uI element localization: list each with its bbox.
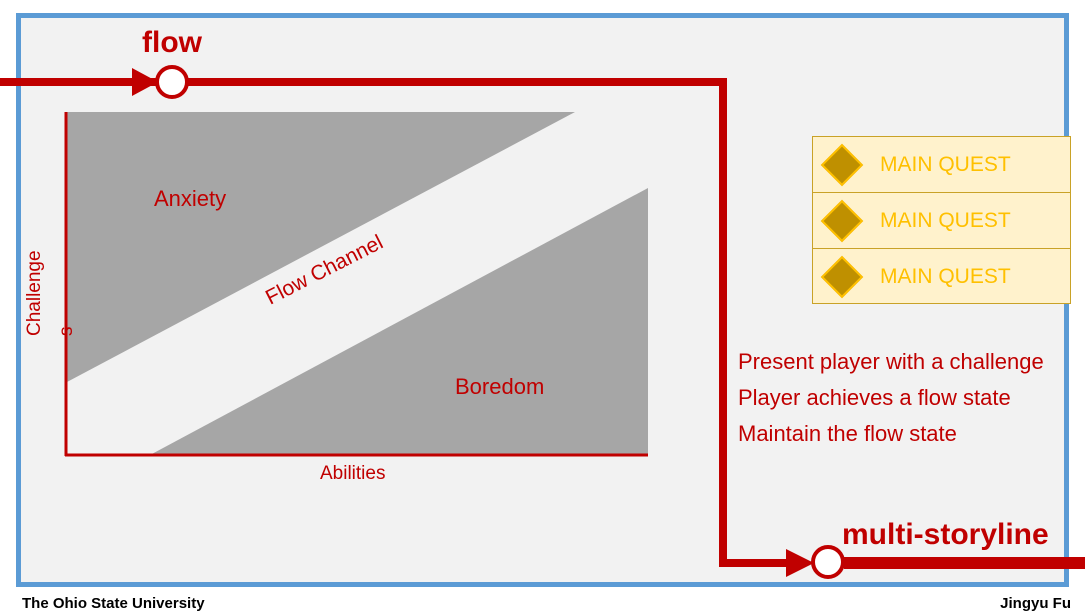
quest-item: MAIN QUEST — [813, 249, 1070, 305]
storyline-path — [188, 78, 800, 567]
y-axis-label: Challenge — [24, 250, 45, 336]
flow-title: flow — [142, 26, 202, 59]
anxiety-region — [67, 112, 575, 382]
multi-storyline-title: multi-storyline — [842, 518, 1049, 551]
multi-storyline-node — [811, 545, 845, 579]
storyline-arrowhead — [786, 549, 814, 577]
footer-institution: The Ohio State University — [22, 595, 205, 612]
diamond-icon — [820, 143, 864, 186]
step-item: Player achieves a flow state — [738, 385, 1011, 410]
flow-arrowhead — [132, 68, 158, 96]
x-axis-label: Abilities — [320, 463, 386, 484]
boredom-label: Boredom — [455, 374, 545, 399]
anxiety-label: Anxiety — [154, 186, 227, 211]
flow-node — [155, 65, 189, 99]
diamond-icon — [820, 199, 864, 242]
step-item: Present player with a challenge — [738, 349, 1044, 374]
step-item: Maintain the flow state — [738, 421, 957, 446]
diamond-icon — [820, 255, 864, 299]
step-list: Present player with a challenge Player a… — [738, 344, 1044, 452]
footer-author: Jingyu Fu — [1000, 595, 1071, 612]
quest-label: MAIN QUEST — [880, 152, 1011, 176]
boredom-region — [150, 188, 648, 455]
quest-item: MAIN QUEST — [813, 193, 1070, 249]
quest-item: MAIN QUEST — [813, 137, 1070, 193]
quest-label: MAIN QUEST — [880, 265, 1011, 288]
quest-label: MAIN QUEST — [880, 208, 1011, 232]
quest-list: MAIN QUEST MAIN QUEST MAIN QUEST — [812, 136, 1071, 304]
y-axis-label-suffix: s — [56, 326, 77, 337]
